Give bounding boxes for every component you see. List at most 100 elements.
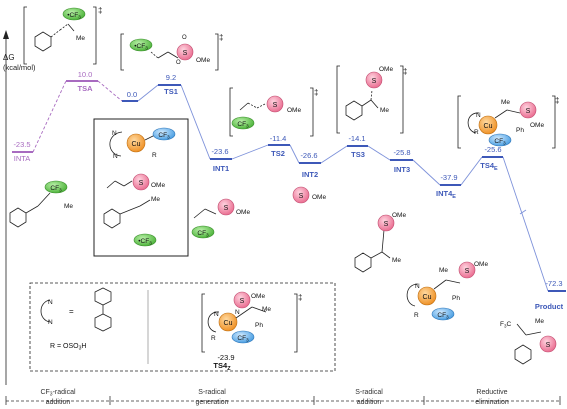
svg-text:N: N <box>48 319 53 326</box>
svg-text:•CF3: •CF3 <box>134 43 148 51</box>
stage-4-line1: Reductive <box>476 389 507 396</box>
svg-text:•CF3: •CF3 <box>67 12 81 20</box>
svg-text:Cu: Cu <box>132 141 141 148</box>
stage-axis: CF3-radical addition S-radical generatio… <box>5 389 561 406</box>
svg-text:S: S <box>546 342 551 349</box>
svg-text:Me: Me <box>380 107 389 114</box>
tsa-me: Me <box>76 35 85 42</box>
svg-text:•CF3: •CF3 <box>138 238 152 246</box>
level-int1-label: INT1 <box>213 164 229 173</box>
level-inta: -23.5 INTA <box>12 140 33 163</box>
level-ts3: -14.1 TS3 <box>347 134 368 159</box>
svg-text:Me: Me <box>535 318 544 325</box>
svg-text:Cu: Cu <box>484 123 493 130</box>
legend-r-def: R = OSO <box>50 343 79 350</box>
level-ts2-value: -11.4 <box>270 134 287 143</box>
svg-text:S: S <box>273 102 278 109</box>
svg-text:O: O <box>176 60 181 66</box>
stage-2-line2: generation <box>195 399 228 406</box>
y-axis: ΔG (kcal/mol) <box>3 30 36 385</box>
level-ts2: -11.4 TS2 <box>268 134 290 158</box>
legend-box: N N = R = OSO3H ‡ Cu N N S OMe Ph Me <box>29 282 336 372</box>
level-tsa-value: 10.0 <box>78 70 93 79</box>
level-int3: -25.8 INT3 <box>390 148 413 174</box>
level-p0-value: 0.0 <box>127 90 137 99</box>
level-int4e-value: -37.9 <box>440 173 457 182</box>
level-ts3-label: TS3 <box>351 150 365 159</box>
svg-text:OMe: OMe <box>151 182 165 189</box>
svg-text:Ph: Ph <box>516 127 524 134</box>
svg-text:CF3: CF3 <box>494 138 506 146</box>
ts4z-sub: Z <box>227 366 231 372</box>
svg-text:S: S <box>240 298 245 305</box>
level-product-value: -72.3 <box>545 279 562 288</box>
svg-text:S: S <box>465 268 470 275</box>
svg-text:S: S <box>224 205 229 212</box>
int2-structure: S OMe <box>292 186 326 204</box>
svg-text:TS4E: TS4E <box>480 161 498 172</box>
svg-text:N: N <box>113 153 118 160</box>
svg-text:N: N <box>214 311 219 318</box>
energy-levels: -23.5 INTA 10.0 TSA 0.0 9.2 TS1 -23.6 IN… <box>12 70 566 311</box>
level-int1: -23.6 INT1 <box>210 147 232 173</box>
svg-text:CF3: CF3 <box>158 132 170 140</box>
svg-text:Cu: Cu <box>423 294 432 301</box>
level-int2: -26.6 INT2 <box>299 151 321 179</box>
ts3-ome: OMe <box>379 66 393 73</box>
level-int4e-label: INT4 <box>436 189 453 198</box>
level-product: -72.3 Product <box>535 279 566 311</box>
level-int1-value: -23.6 <box>211 147 228 156</box>
level-ts3-value: -14.1 <box>348 134 365 143</box>
level-ts1: 9.2 TS1 <box>158 73 181 96</box>
y-axis-symbol: ΔG <box>3 53 15 62</box>
svg-text:OMe: OMe <box>530 122 544 129</box>
ts1-cf3: •CF <box>134 43 145 50</box>
ts4z-structure: ‡ Cu N N S OMe Ph Me CF3 R <box>201 291 302 353</box>
svg-text:‡: ‡ <box>298 293 302 302</box>
reactants-box: Cu N N CF3 R S OMe Me •CF3 <box>93 118 189 257</box>
svg-text:Me: Me <box>64 203 73 210</box>
svg-text:CF3: CF3 <box>197 230 209 238</box>
level-int4e-sub: E <box>452 194 456 200</box>
svg-text:R: R <box>152 152 157 159</box>
svg-text:Ph: Ph <box>255 322 263 329</box>
level-ts1-value: 9.2 <box>166 73 176 82</box>
svg-text:R: R <box>474 129 479 136</box>
level-p0: 0.0 <box>122 90 138 102</box>
svg-text:‡: ‡ <box>403 67 407 76</box>
svg-text:N: N <box>476 112 481 119</box>
svg-text:F3C: F3C <box>500 321 512 329</box>
svg-text:R: R <box>211 335 216 342</box>
svg-text:S: S <box>372 78 377 85</box>
level-ts4e-label: TS4 <box>480 161 495 170</box>
tsa-cf3-radical: •CF <box>67 12 78 19</box>
svg-text:Me: Me <box>501 99 510 106</box>
ts4z-label: TS4 <box>213 361 228 370</box>
svg-text:S: S <box>526 108 531 115</box>
svg-text:S: S <box>299 193 304 200</box>
stage-1-line1: CF <box>40 389 49 396</box>
svg-text:CF3-radical: CF3-radical <box>40 389 76 398</box>
stage-1-line2: addition <box>46 399 71 406</box>
svg-text:OMe: OMe <box>312 194 326 201</box>
level-int3-label: INT3 <box>394 165 410 174</box>
svg-text:‡: ‡ <box>314 88 318 97</box>
level-int2-value: -26.6 <box>300 151 317 160</box>
level-int3-value: -25.8 <box>393 148 410 157</box>
stage-4-line2: elimination <box>475 399 509 406</box>
stage-3-line2: addition <box>357 399 382 406</box>
svg-text:S: S <box>183 50 188 57</box>
svg-text:S: S <box>139 180 144 187</box>
tsa-dagger: ‡ <box>98 6 102 15</box>
svg-text:CF3: CF3 <box>237 335 249 343</box>
level-product-label: Product <box>535 302 564 311</box>
level-ts4e-value: -25.6 <box>484 145 501 154</box>
svg-text:INT4E: INT4E <box>436 189 456 200</box>
level-inta-label: INTA <box>14 154 31 163</box>
svg-text:R = OSO3H: R = OSO3H <box>50 343 86 352</box>
svg-text:OMe: OMe <box>251 293 265 300</box>
level-tsa: 10.0 TSA <box>66 70 98 93</box>
svg-text:R: R <box>414 312 419 319</box>
level-int4e: -37.9 INT4E <box>436 173 461 200</box>
